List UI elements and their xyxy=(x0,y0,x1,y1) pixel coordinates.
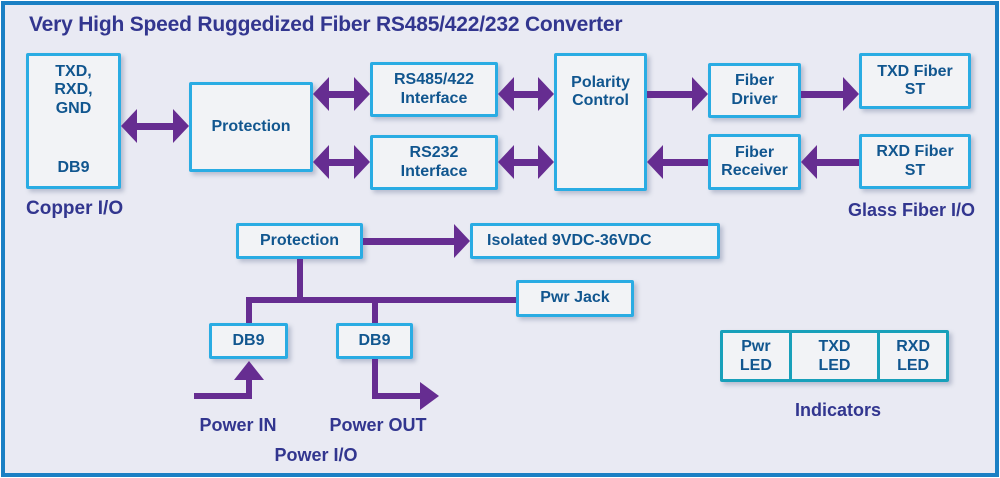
led-indicator-strip: Pwr LED TXD LED RXD LED xyxy=(720,330,949,382)
line-protection-drop-icon xyxy=(297,259,303,300)
rxd-led-line1: RXD xyxy=(896,337,930,355)
arrow-fiber-driver-to-txd-st-icon xyxy=(801,77,859,111)
page-title: Very High Speed Ruggedized Fiber RS485/4… xyxy=(29,13,623,36)
copper-signal-lines: TXD, RXD, GND xyxy=(54,63,92,118)
txd-led-cell: TXD LED xyxy=(788,333,877,379)
rs485-line1: RS485/422 xyxy=(393,71,475,89)
fiber-driver-line2: Driver xyxy=(731,90,778,108)
fiber-receiver-line2: Receiver xyxy=(721,162,788,179)
arrow-rxd-st-to-fiber-receiver-icon xyxy=(801,145,859,179)
rxd-fiber-line1: RXD Fiber xyxy=(876,143,954,161)
db9-power-in-block: DB9 xyxy=(209,323,288,359)
fiber-driver-line1: Fiber xyxy=(734,72,775,90)
db9-power-out-block: DB9 xyxy=(336,323,413,359)
signal-rxd: RXD, xyxy=(54,81,93,99)
copper-io-label: Copper I/O xyxy=(26,198,124,219)
pwr-led-line1: Pwr xyxy=(741,337,771,355)
arrow-rs485-polarity-bidirectional-icon xyxy=(498,77,554,111)
arrow-fiber-receiver-to-polarity-icon xyxy=(647,145,708,179)
copper-connector-label: DB9 xyxy=(57,158,90,176)
arrow-protection-rs232-bidirectional-icon xyxy=(313,145,370,179)
arrow-protection-to-isolated-icon xyxy=(363,224,470,258)
polarity-line1: Polarity xyxy=(571,74,630,91)
txd-led-line2: LED xyxy=(818,357,851,374)
txd-fiber-line2: ST xyxy=(904,81,926,98)
signal-protection-block: Protection xyxy=(189,82,313,172)
power-in-label: Power IN xyxy=(199,415,277,435)
line-drop-to-db9-in-icon xyxy=(246,297,252,324)
indicators-label: Indicators xyxy=(794,400,882,420)
line-drop-to-db9-out-icon xyxy=(372,297,378,324)
rxd-led-line2: LED xyxy=(897,357,930,374)
power-protection-block: Protection xyxy=(236,223,363,259)
rxd-fiber-st-block: RXD Fiber ST xyxy=(859,134,971,189)
txd-fiber-st-block: TXD Fiber ST xyxy=(859,53,971,109)
polarity-line2: Control xyxy=(572,92,629,110)
rs232-line1: RS232 xyxy=(409,144,459,162)
power-io-label: Power I/O xyxy=(274,445,358,465)
arrow-db9-protection-bidirectional-icon xyxy=(121,109,189,143)
fiber-receiver-line1: Fiber xyxy=(734,143,775,161)
rs232-line2: Interface xyxy=(400,162,468,180)
line-power-bus-icon xyxy=(246,297,516,303)
pwr-jack-block: Pwr Jack xyxy=(516,280,634,317)
rs485-line2: Interface xyxy=(400,89,468,107)
fiber-receiver-block: Fiber Receiver xyxy=(708,134,801,190)
isolated-supply-block: Isolated 9VDC-36VDC xyxy=(470,223,720,259)
polarity-control-block: Polarity Control xyxy=(554,53,647,191)
fiber-driver-block: Fiber Driver xyxy=(708,63,801,118)
glass-fiber-io-label: Glass Fiber I/O xyxy=(847,200,975,220)
txd-led-line1: TXD xyxy=(818,337,851,355)
arrow-rs232-polarity-bidirectional-icon xyxy=(498,145,554,179)
pwr-led-line2: LED xyxy=(739,357,772,374)
signal-txd: TXD, xyxy=(55,63,92,80)
copper-db9-block: TXD, RXD, GND DB9 xyxy=(26,53,121,189)
arrow-protection-rs485-bidirectional-icon xyxy=(313,77,370,111)
pwr-led-cell: Pwr LED xyxy=(723,333,789,379)
rxd-led-cell: RXD LED xyxy=(877,333,946,379)
rs232-interface-block: RS232 Interface xyxy=(370,135,498,190)
arrow-polarity-to-fiber-driver-icon xyxy=(647,77,708,111)
rs485-interface-block: RS485/422 Interface xyxy=(370,62,498,117)
rxd-fiber-line2: ST xyxy=(904,161,926,179)
power-out-label: Power OUT xyxy=(329,415,427,435)
signal-gnd: GND xyxy=(55,99,92,117)
txd-fiber-line1: TXD Fiber xyxy=(877,62,953,80)
